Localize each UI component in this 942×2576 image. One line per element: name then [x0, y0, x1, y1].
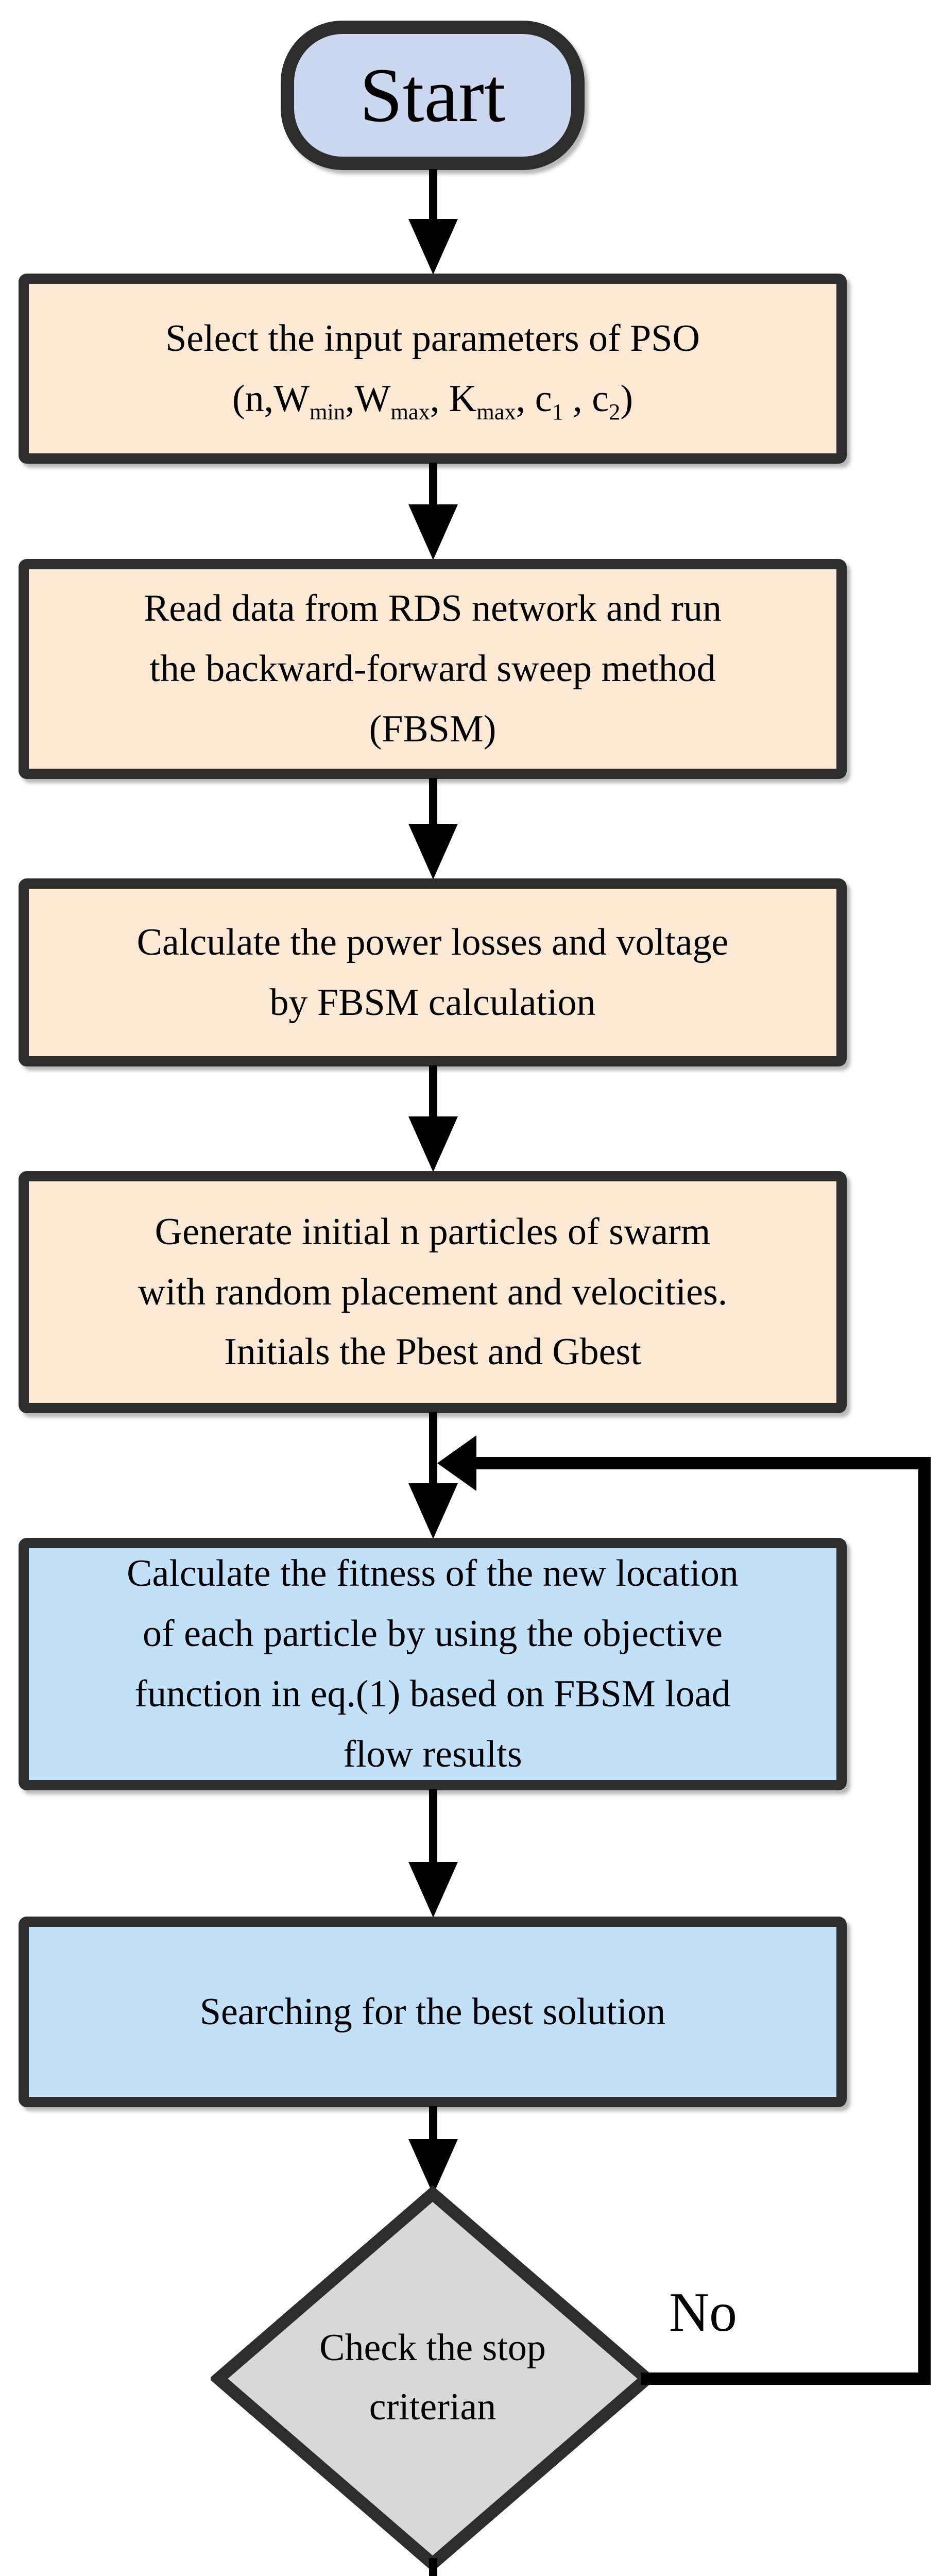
loop-line-top [474, 1457, 931, 1469]
calc-power-line1: Calculate the power losses and voltage [136, 921, 729, 963]
loop-line-bottom [641, 2372, 931, 2385]
read-data-line3: (FBSM) [369, 707, 496, 750]
select-parameters-line2: (n,Wmin,Wmax, Kmax, c1 , c2) [232, 377, 633, 425]
fitness-line4: flow results [343, 1733, 522, 1775]
start-terminal: Start [281, 21, 585, 170]
process-select-parameters: Select the input parameters of PSO (n,Wm… [19, 274, 847, 464]
connector-params-to-read [429, 463, 437, 514]
connector-start-to-params [429, 169, 437, 228]
decision-line2: criterian [369, 2386, 496, 2428]
fitness-line2: of each particle by using the objective [142, 1613, 723, 1655]
arrowhead-decision-icon [408, 2139, 458, 2195]
arrowhead-losses-icon [408, 824, 458, 879]
start-terminal-label: Start [359, 53, 506, 138]
generate-line3: Initials the Pbest and Gbest [224, 1331, 641, 1374]
arrowhead-generate-icon [408, 1116, 458, 1172]
process-calc-power-losses: Calculate the power losses and voltage b… [19, 878, 847, 1066]
fitness-line3: function in eq.(1) based on FBSM load [134, 1673, 731, 1715]
arrowhead-loop-return-icon [437, 1435, 476, 1491]
process-generate-particles: Generate initial n particles of swarm wi… [19, 1171, 847, 1413]
decision-line1: Check the stop [319, 2327, 546, 2369]
decision-label: Check the stop criterian [242, 2298, 623, 2458]
read-data-line1: Read data from RDS network and run [143, 587, 722, 630]
calc-power-line2: by FBSM calculation [269, 981, 596, 1024]
generate-line2: with random placement and velocities. [138, 1270, 728, 1313]
select-parameters-line1: Select the input parameters of PSO [165, 317, 700, 360]
fitness-line1: Calculate the fitness of the new locatio… [127, 1552, 739, 1595]
connector-search-to-decision [429, 2106, 437, 2147]
arrowhead-fitness-icon [408, 1483, 458, 1539]
edge-label-no: No [636, 2285, 770, 2341]
process-search-best: Searching for the best solution [19, 1917, 847, 2107]
connector-decision-to-end [429, 2558, 437, 2576]
connector-losses-to-generate [429, 1065, 437, 1125]
process-read-data: Read data from RDS network and run the b… [19, 559, 847, 779]
process-calc-fitness: Calculate the fitness of the new locatio… [19, 1538, 847, 1790]
connector-generate-to-fitness [429, 1412, 437, 1497]
no-label-text: No [669, 2282, 737, 2343]
arrowhead-params-icon [408, 219, 458, 275]
loop-line-right [918, 1457, 931, 2385]
connector-read-to-losses [429, 778, 437, 832]
connector-fitness-to-search [429, 1789, 437, 1869]
arrowhead-read-icon [408, 504, 458, 560]
read-data-line2: the backward-forward sweep method [149, 648, 716, 690]
search-best-line1: Searching for the best solution [199, 1990, 666, 2033]
arrowhead-search-icon [408, 1862, 458, 1918]
generate-line1: Generate initial n particles of swarm [155, 1210, 711, 1253]
